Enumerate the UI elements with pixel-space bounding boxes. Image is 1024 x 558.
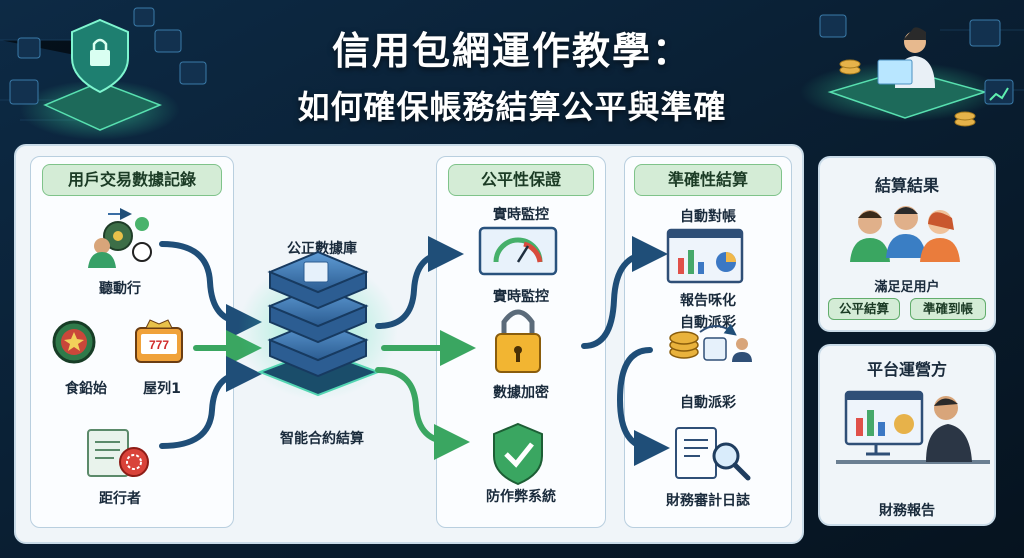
accuracy-header: 準確性結算: [634, 164, 782, 196]
fairness-item-label: 數據加密: [493, 385, 549, 401]
records-item-label: 距行者: [99, 491, 141, 507]
result-caption: 滿足足用户: [874, 280, 940, 295]
records-header: 用戶交易數據記錄: [42, 164, 222, 196]
roulette-person-icon: [88, 208, 152, 268]
operator-header: 平台運營方: [866, 360, 947, 379]
users-icon: [850, 206, 960, 262]
operator-decor: [800, 14, 1014, 127]
main-subtitle: 如何確保帳務結算公平與準確: [297, 88, 727, 126]
roulette-wheel-icon: [52, 320, 96, 364]
records-item-label: 聽動行: [99, 281, 141, 297]
slot-machine-icon: 777: [135, 319, 183, 363]
audit-log-magnifier-icon: [675, 427, 751, 481]
database-icon: [238, 250, 398, 400]
fairness-item-label: 實時監控: [493, 289, 549, 305]
monitor-gauge-icon: [478, 226, 558, 276]
result-tag: 準確到帳: [910, 298, 986, 320]
coins-payout-icon: [669, 323, 752, 362]
accuracy-item-label: 自動派彩: [680, 395, 736, 411]
database-top-label: 公正數據庫: [287, 241, 357, 257]
document-chip-icon: [87, 429, 149, 477]
fairness-header: 公平性保證: [448, 164, 594, 196]
database-bottom-label: 智能合約結算: [280, 431, 364, 447]
report-chart-icon: [666, 228, 744, 284]
operator-monitor-icon: [836, 390, 990, 464]
padlock-icon: [495, 309, 541, 373]
accuracy-item-label: 報告咊化: [680, 293, 736, 309]
records-item-label: 屋列1: [143, 381, 181, 397]
result-tag: 公平結算: [828, 298, 900, 320]
accuracy-item-label: 財務審計日誌: [666, 493, 750, 509]
svg-text:777: 777: [149, 338, 169, 352]
result-header: 結算結果: [874, 176, 939, 195]
fairness-item-label: 實時監控: [493, 207, 549, 223]
shield-check-icon: [493, 422, 543, 486]
accuracy-item-label: 自動對帳: [680, 209, 736, 225]
records-item-label: 食鉛始: [65, 381, 107, 397]
operator-caption: 財務報告: [879, 503, 935, 519]
main-title: 信用包網運作教學：: [331, 29, 692, 73]
shield-platform-decor: [20, 18, 180, 140]
fairness-item-label: 防作弊系統: [486, 489, 556, 505]
